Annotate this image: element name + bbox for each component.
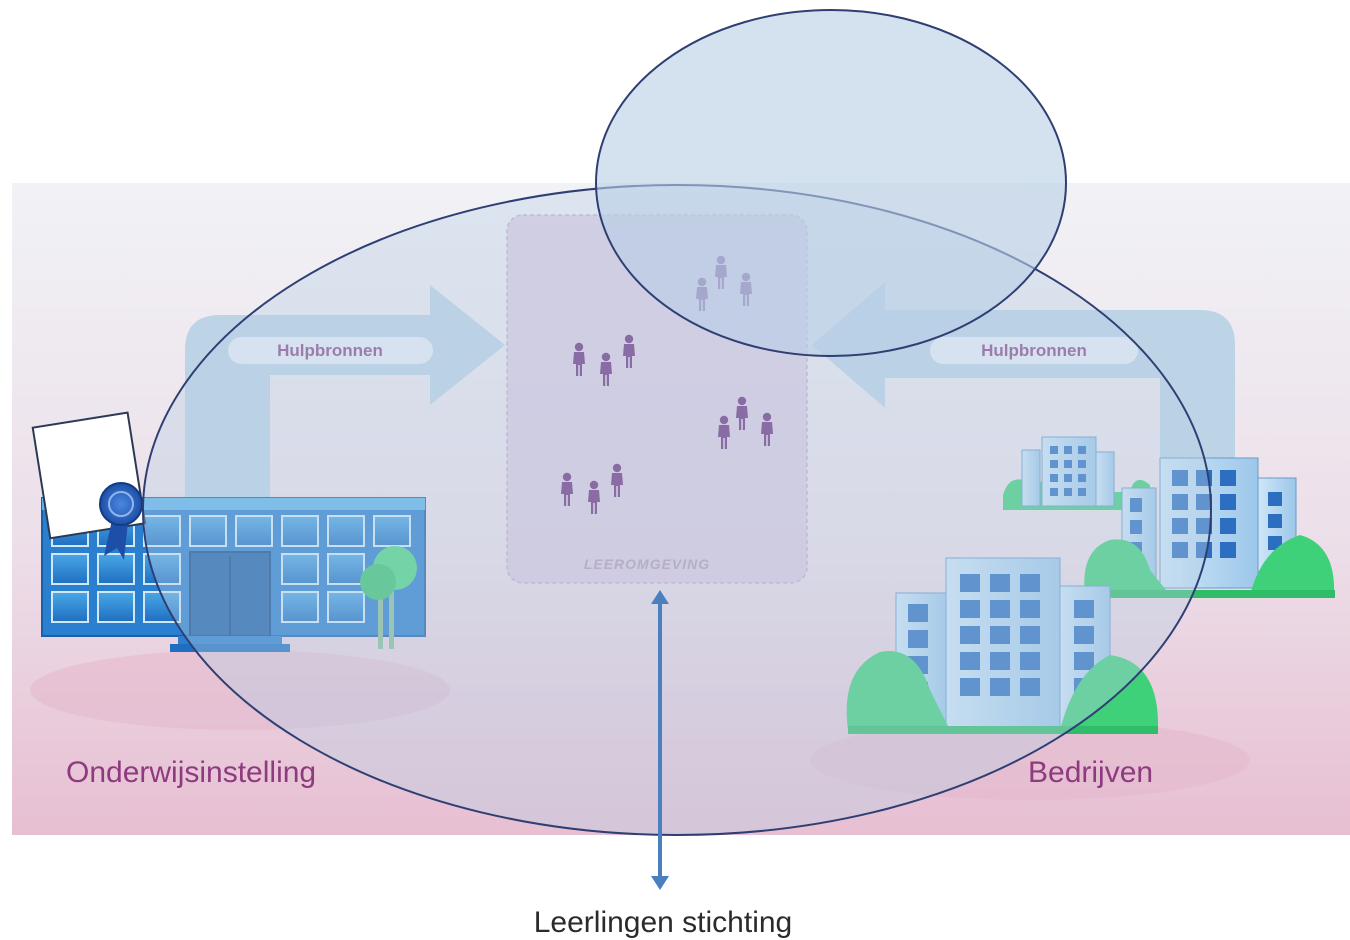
ground-shadow-left xyxy=(30,650,450,730)
school-building-icon xyxy=(41,497,426,652)
bottom-caption: Leerlingen stichting xyxy=(534,906,793,939)
left-arrow-pill xyxy=(228,337,433,364)
right-arrow-pill-label: Hulpbronnen xyxy=(981,341,1087,360)
ground-shadow-right xyxy=(810,720,1250,800)
learning-environment-label: LEEROMGEVING xyxy=(584,556,710,572)
top-ellipse xyxy=(595,9,1067,357)
left-arrow-pill-label: Hulpbronnen xyxy=(277,341,383,360)
right-arrow-pill xyxy=(930,337,1138,364)
left-org-label: Onderwijsinstelling xyxy=(66,756,316,789)
certificate-with-ribbon-icon xyxy=(31,411,147,560)
right-org-label: Bedrijven xyxy=(1028,756,1153,789)
school-trees-icon xyxy=(360,546,417,649)
connector-double-arrow xyxy=(651,590,669,890)
